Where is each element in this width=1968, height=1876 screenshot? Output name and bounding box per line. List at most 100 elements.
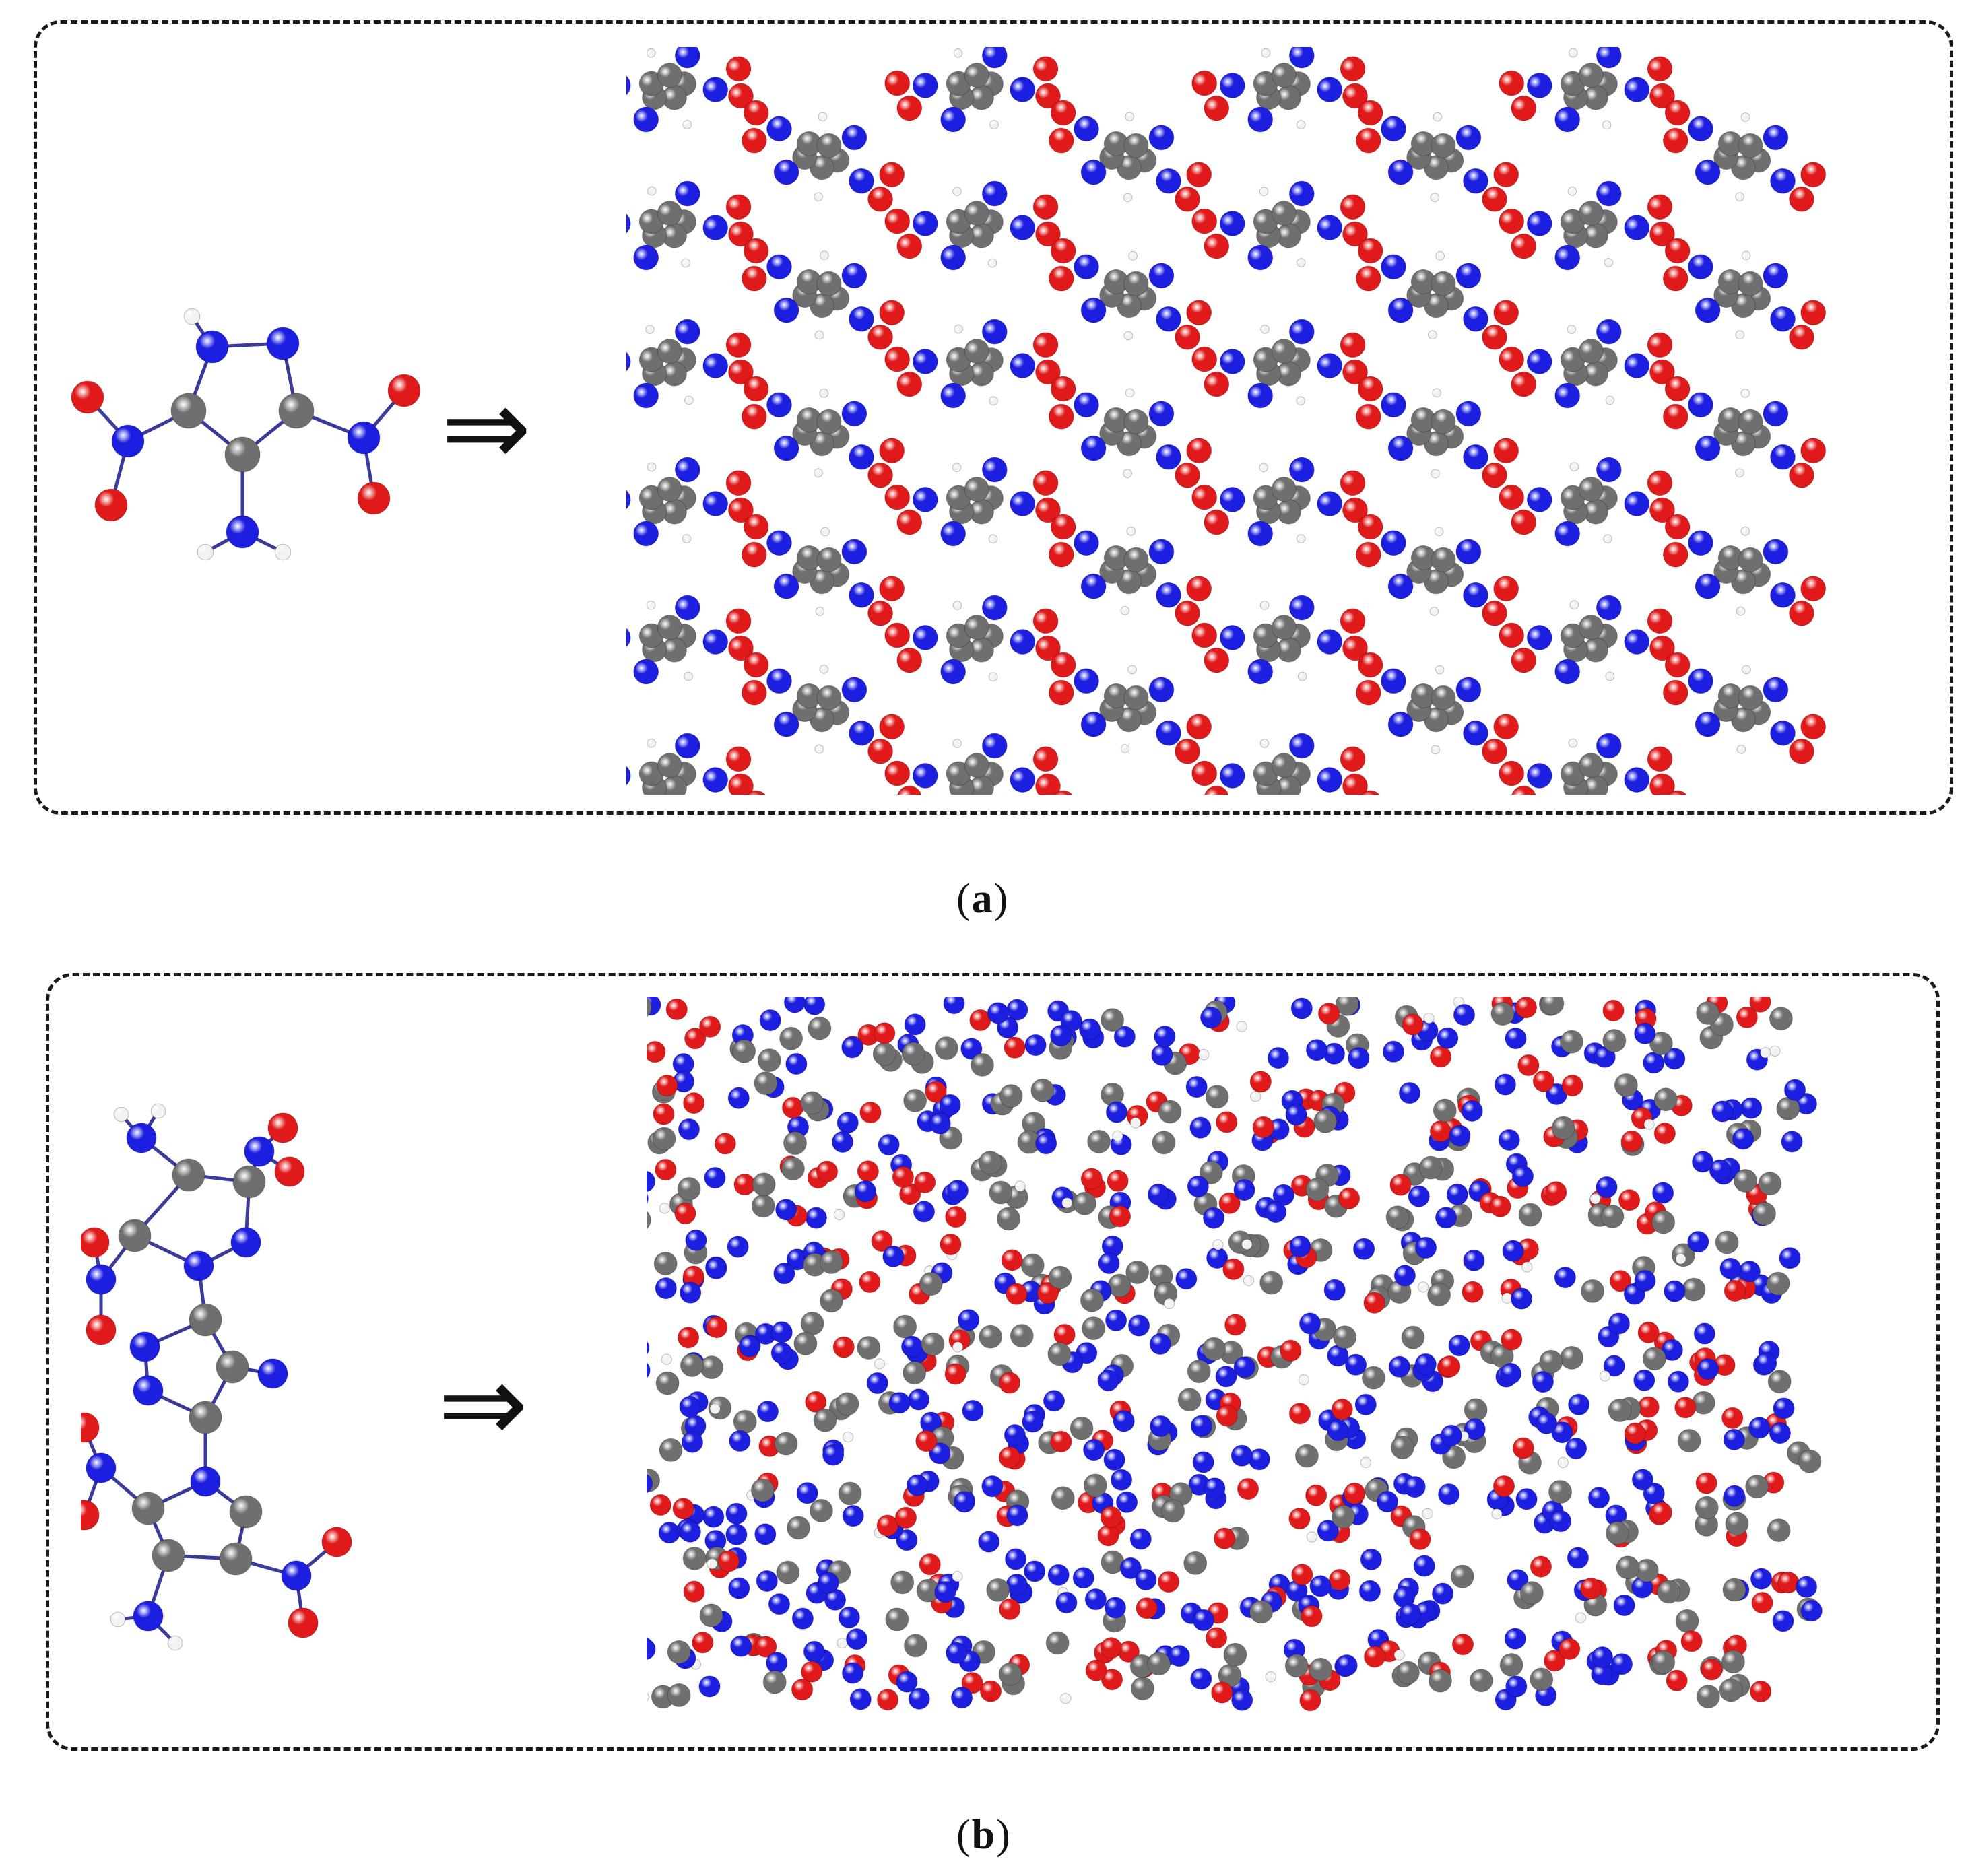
atom-n xyxy=(633,106,659,133)
atom-n xyxy=(1664,1048,1686,1070)
atom-o xyxy=(1800,714,1827,740)
atom-c xyxy=(1123,685,1149,710)
atom-o xyxy=(1191,622,1218,648)
atom-n xyxy=(841,263,867,289)
caption-a: (a) xyxy=(956,876,1010,922)
atom-c xyxy=(1758,1172,1782,1196)
atom-n xyxy=(1074,668,1099,694)
atom-c xyxy=(1722,1578,1746,1602)
atom-n xyxy=(1080,711,1107,737)
atom-o xyxy=(1511,647,1537,673)
atom-o xyxy=(743,376,769,402)
atom-n xyxy=(1072,1567,1094,1589)
atom-c xyxy=(732,1039,756,1063)
atom-o xyxy=(1186,300,1212,326)
atom-n xyxy=(1596,180,1622,207)
atom-n xyxy=(1711,1100,1734,1123)
atom-o xyxy=(86,1314,117,1345)
atom-o xyxy=(1662,265,1688,292)
atom-c xyxy=(901,1042,925,1066)
atom-h xyxy=(1123,193,1133,203)
atom-o xyxy=(894,1506,917,1529)
atom-c xyxy=(1199,1160,1223,1184)
atom-c xyxy=(1259,1271,1284,1295)
atom-n xyxy=(1795,1576,1818,1598)
atom-h xyxy=(814,330,824,340)
atom-o xyxy=(1482,738,1507,764)
atom-h xyxy=(646,48,656,58)
atom-n xyxy=(1719,1257,1742,1279)
atom-h xyxy=(989,120,999,129)
atom-o xyxy=(1662,679,1688,706)
atom-o xyxy=(733,1173,756,1196)
atom-n xyxy=(626,625,631,650)
atom-n xyxy=(702,629,729,655)
atom-o xyxy=(1032,608,1059,634)
molecule-b-structure xyxy=(81,1103,352,1651)
atom-o xyxy=(999,1598,1021,1620)
unit-molecule xyxy=(1587,1176,1676,1235)
atom-n xyxy=(674,47,700,69)
atom-h xyxy=(1422,1508,1433,1520)
atom-n xyxy=(1398,1081,1421,1104)
atom-n xyxy=(1763,263,1789,289)
atom-n xyxy=(953,1491,975,1513)
atom-n xyxy=(1219,73,1245,98)
atom-c xyxy=(1080,1288,1104,1312)
atom-h xyxy=(1126,527,1136,536)
atom-o xyxy=(979,1680,1002,1702)
atom-n xyxy=(1202,1207,1225,1229)
atom-o xyxy=(1050,790,1076,795)
atom-c xyxy=(964,615,989,640)
atom-n xyxy=(896,1671,918,1693)
atom-c xyxy=(680,1353,704,1377)
atom-n xyxy=(1187,1175,1209,1198)
atom-o xyxy=(683,1092,705,1114)
atom-n xyxy=(962,1399,984,1422)
unit-molecule xyxy=(859,1230,962,1305)
atom-n xyxy=(849,306,874,332)
atom-c xyxy=(989,1180,1013,1205)
atom-n xyxy=(702,767,729,793)
atom-o xyxy=(1355,403,1381,430)
atom-n xyxy=(633,659,659,685)
atom-h xyxy=(1735,468,1744,477)
atom-h xyxy=(1265,1671,1277,1683)
atom-n xyxy=(738,1335,760,1358)
atom-o xyxy=(743,238,769,264)
atom-n xyxy=(913,1201,936,1223)
atom-n xyxy=(647,1340,650,1355)
atom-c xyxy=(1675,1609,1699,1633)
atom-o xyxy=(1280,1339,1302,1362)
unit-molecule xyxy=(1609,1230,1709,1305)
atom-n xyxy=(1693,1322,1716,1345)
atom-n xyxy=(759,1009,781,1032)
atom-h xyxy=(1567,325,1577,334)
atom-c xyxy=(1695,1496,1719,1520)
atom-h xyxy=(1125,112,1134,122)
atom-n xyxy=(1151,1044,1173,1066)
atom-n xyxy=(1247,382,1274,409)
atom-n xyxy=(1290,997,1313,1019)
unit-molecule xyxy=(1286,1548,1383,1628)
atom-o xyxy=(998,1372,1021,1394)
unit-molecule xyxy=(1355,376,1519,488)
atom-n xyxy=(633,382,659,409)
atom-o xyxy=(915,1430,938,1452)
panel-b-frame xyxy=(46,973,1940,1751)
unit-molecule xyxy=(1257,1312,1367,1386)
atom-n xyxy=(1354,1393,1377,1416)
unit-molecule xyxy=(1390,1398,1488,1469)
atom-n xyxy=(647,1473,653,1494)
atom-c xyxy=(964,339,989,364)
atom-o xyxy=(1647,194,1673,220)
atom-c xyxy=(657,339,682,364)
atom-o xyxy=(1789,186,1814,212)
atom-n xyxy=(1119,1557,1142,1580)
atom-n xyxy=(1288,47,1315,69)
atom-o xyxy=(1342,359,1368,385)
atom-n xyxy=(1526,73,1552,98)
atom-o xyxy=(1800,162,1827,188)
atom-n xyxy=(1510,1287,1533,1310)
atom-o xyxy=(1511,785,1537,795)
